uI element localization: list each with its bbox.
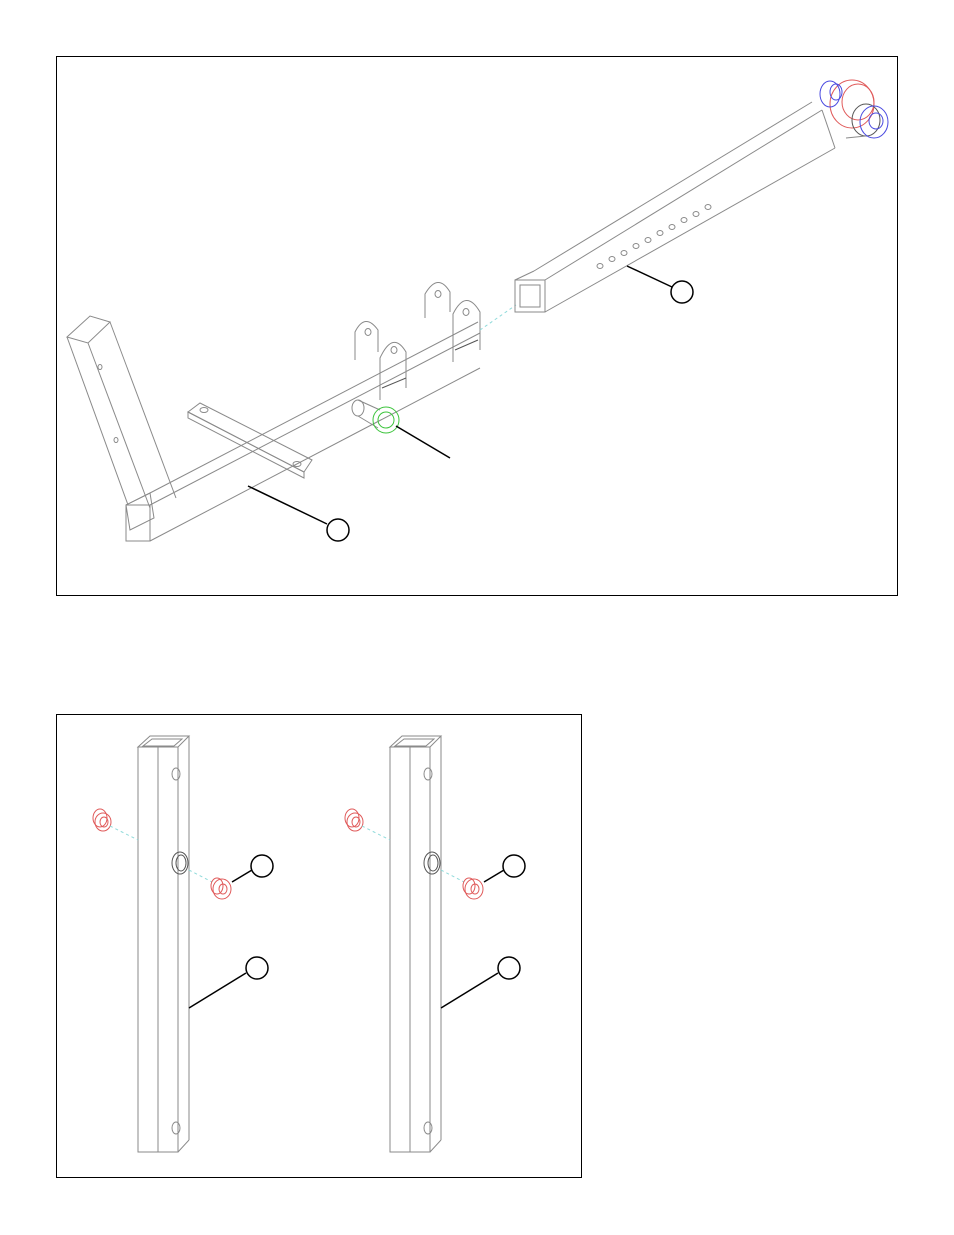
mounting-tab-3 (425, 282, 450, 318)
adjustment-holes (597, 205, 711, 269)
mounting-tab-4 (453, 300, 480, 362)
left-post (138, 736, 189, 1152)
left-post-bushing-front (211, 878, 231, 899)
callout-left-post-leader (189, 973, 246, 1008)
callout-bubble-left-post (246, 957, 268, 979)
right-post-bushing-back (345, 809, 363, 831)
extension-tube (515, 102, 835, 312)
callout-bubble-right-post (498, 957, 520, 979)
roller-assembly (820, 80, 888, 138)
callout-base-leader (248, 486, 327, 524)
callout-bubble-extension (671, 281, 693, 303)
right-post-bushing-front (463, 878, 483, 899)
right-post (390, 736, 441, 1152)
pin-leader-line (396, 426, 450, 458)
left-centerline-front (189, 870, 212, 882)
centerline-top (480, 305, 516, 330)
right-centerline-back (362, 826, 390, 840)
mounting-tab-1 (355, 321, 378, 360)
callout-right-bushing-leader (484, 870, 504, 882)
callout-bubble-base (327, 519, 349, 541)
right-centerline-front (441, 870, 464, 882)
left-post-bushing-back (93, 809, 111, 831)
callout-left-bushing-leader (232, 870, 252, 882)
callout-bubble-right-bushing (503, 855, 525, 877)
main-base-tube (126, 322, 480, 541)
callout-extension-leader (627, 266, 672, 287)
callout-bubble-left-bushing (251, 855, 273, 877)
left-centerline-back (110, 826, 138, 840)
callout-right-post-leader (441, 973, 498, 1008)
lock-pin (352, 400, 399, 433)
upright-post (67, 316, 176, 508)
